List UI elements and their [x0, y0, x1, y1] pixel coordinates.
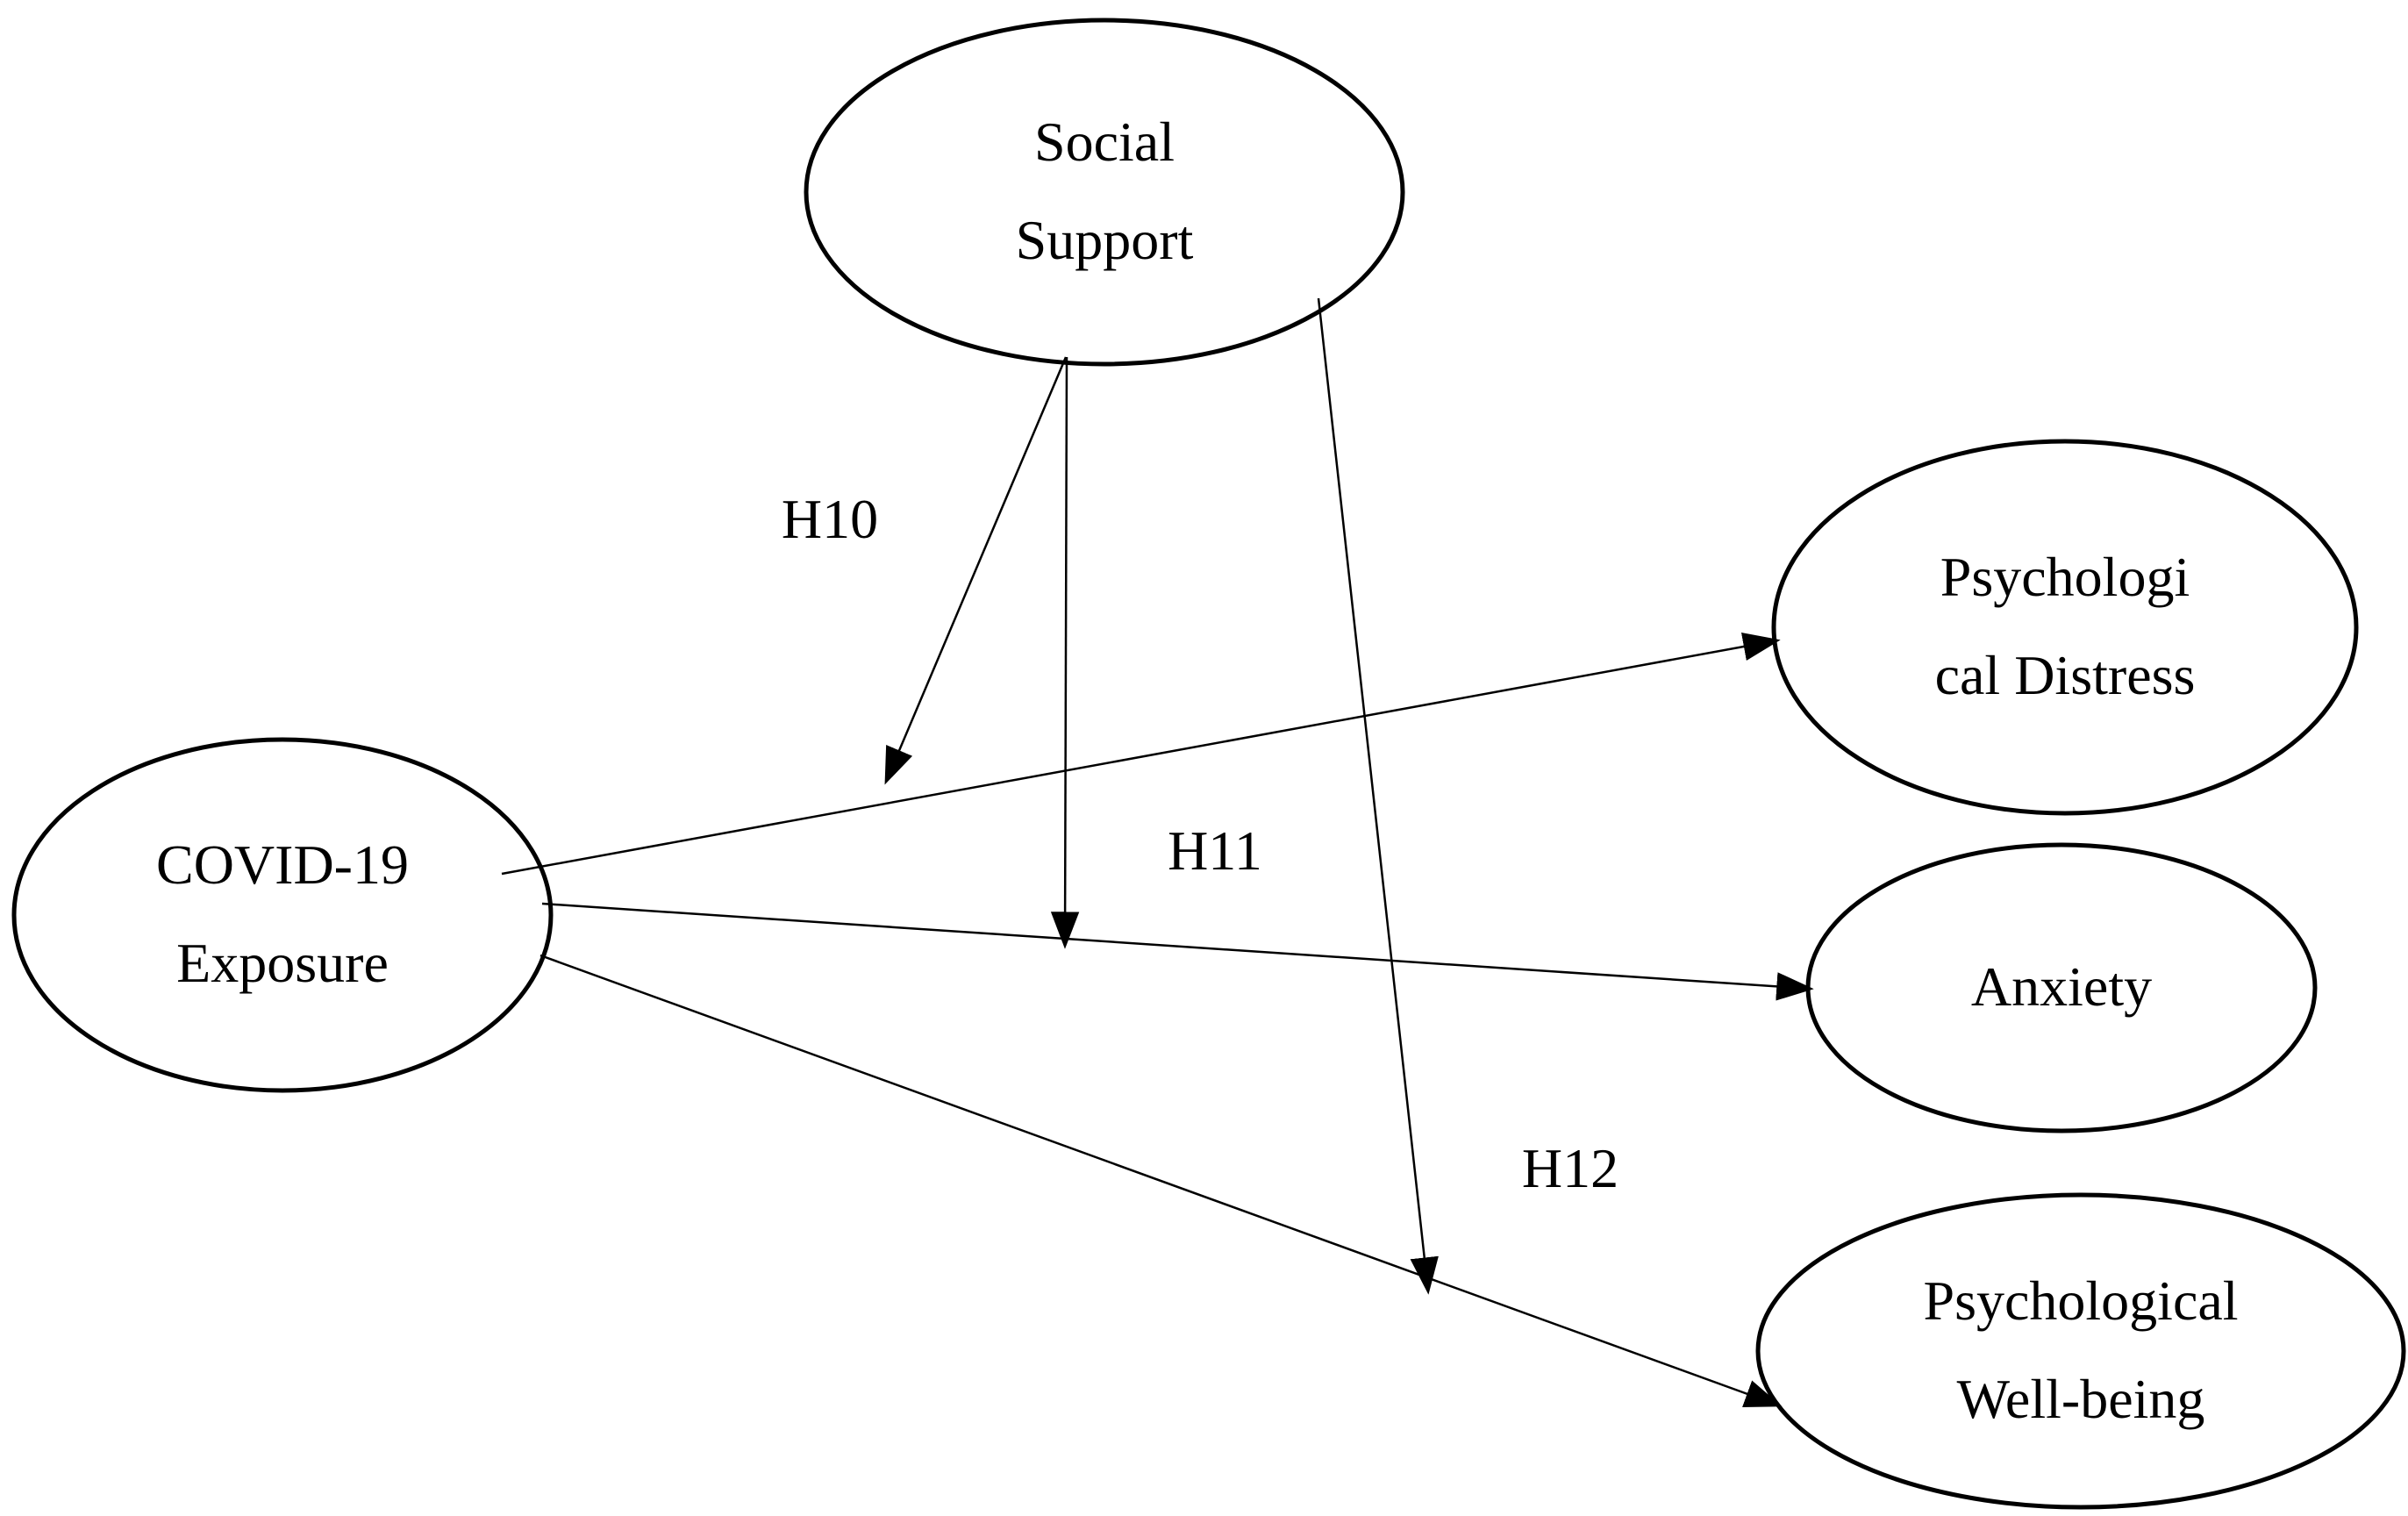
arrow-covid-to-psychological-well-being: [539, 954, 1783, 1408]
node-anxiety-label-line-1: Anxiety: [1971, 955, 2152, 1018]
arrow-h10-moderation: [884, 356, 1068, 785]
arrow-covid-to-anxiety: [541, 902, 1814, 1001]
node-psychological-well-being-ellipse: [1755, 1192, 2406, 1510]
node-social-support-label-line-1: Social: [1034, 111, 1175, 173]
node-psychological-distress-label: Psychologi cal Distress: [1935, 546, 2196, 706]
edge-label-h12: H12: [1522, 1137, 1618, 1199]
node-psychological-distress-ellipse: [1771, 439, 2359, 816]
arrow-covid-to-psychological-distress: [501, 632, 1781, 876]
edge-label-h10: H10: [782, 488, 878, 550]
node-social-support-label-line-2: Support: [1016, 209, 1194, 271]
node-social-support-ellipse: [804, 18, 1405, 367]
arrow-h12-moderation: [1317, 297, 1439, 1295]
node-psychological-well-being-label-line-2: Well-being: [1957, 1368, 2205, 1430]
node-psychological-well-being-label-line-1: Psychological: [1923, 1269, 2238, 1332]
node-anxiety-label: Anxiety: [1971, 955, 2152, 1018]
node-covid-19-exposure-ellipse: [11, 737, 554, 1093]
node-psychological-distress-label-line-2: cal Distress: [1935, 644, 2196, 706]
node-psychological-distress-label-line-1: Psychologi: [1940, 546, 2190, 608]
node-covid-19-exposure-label-line-1: COVID-19: [156, 833, 409, 896]
arrow-h11-moderation: [1050, 356, 1080, 949]
node-covid-19-exposure-label-line-2: Exposure: [176, 932, 389, 994]
edge-label-h11: H11: [1168, 819, 1262, 882]
